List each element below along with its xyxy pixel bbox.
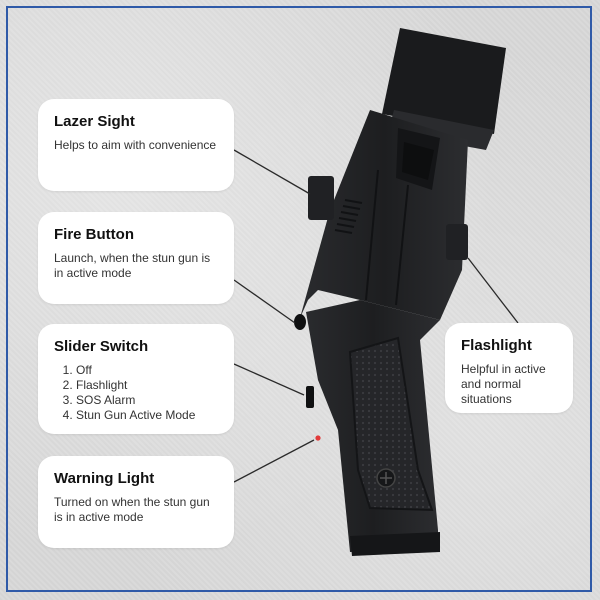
callout-description: Helpful in active and normal situations [461,362,546,406]
callout-title: Warning Light [54,470,155,487]
vent-grooves [334,199,363,234]
slider-mode-list: Off Flashlight SOS Alarm Stun Gun Active… [54,363,218,423]
blue-frame-border [6,6,592,592]
grip-panel [348,336,434,512]
callout-description: Turned on when the stun gun is in active… [54,495,210,524]
list-item: SOS Alarm [76,393,218,408]
list-item: Stun Gun Active Mode [76,408,218,423]
callout-slider-switch: Slider Switch Off Flashlight SOS Alarm S… [38,324,234,434]
slider-switch-shape [306,386,314,408]
fire-button-shape [294,314,306,330]
callout-title: Lazer Sight [54,113,135,130]
lazer-bracket [308,176,334,220]
callout-title: Slider Switch [54,338,149,355]
callout-title: Fire Button [54,226,134,243]
callout-description: Launch, when the stun gun is in active m… [54,251,211,280]
list-item: Flashlight [76,378,218,393]
list-item: Off [76,363,218,378]
flashlight-bracket [446,224,468,260]
callout-lazer-sight: Lazer Sight Helps to aim with convenienc… [38,99,234,191]
callout-flashlight: Flashlight Helpful in active and normal … [445,323,573,413]
callout-title: Flashlight [461,337,532,354]
warning-led-icon [315,435,321,441]
callout-warning-light: Warning Light Turned on when the stun gu… [38,456,234,548]
callout-fire-button: Fire Button Launch, when the stun gun is… [38,212,234,304]
callout-description: Helps to aim with convenience [54,138,217,152]
